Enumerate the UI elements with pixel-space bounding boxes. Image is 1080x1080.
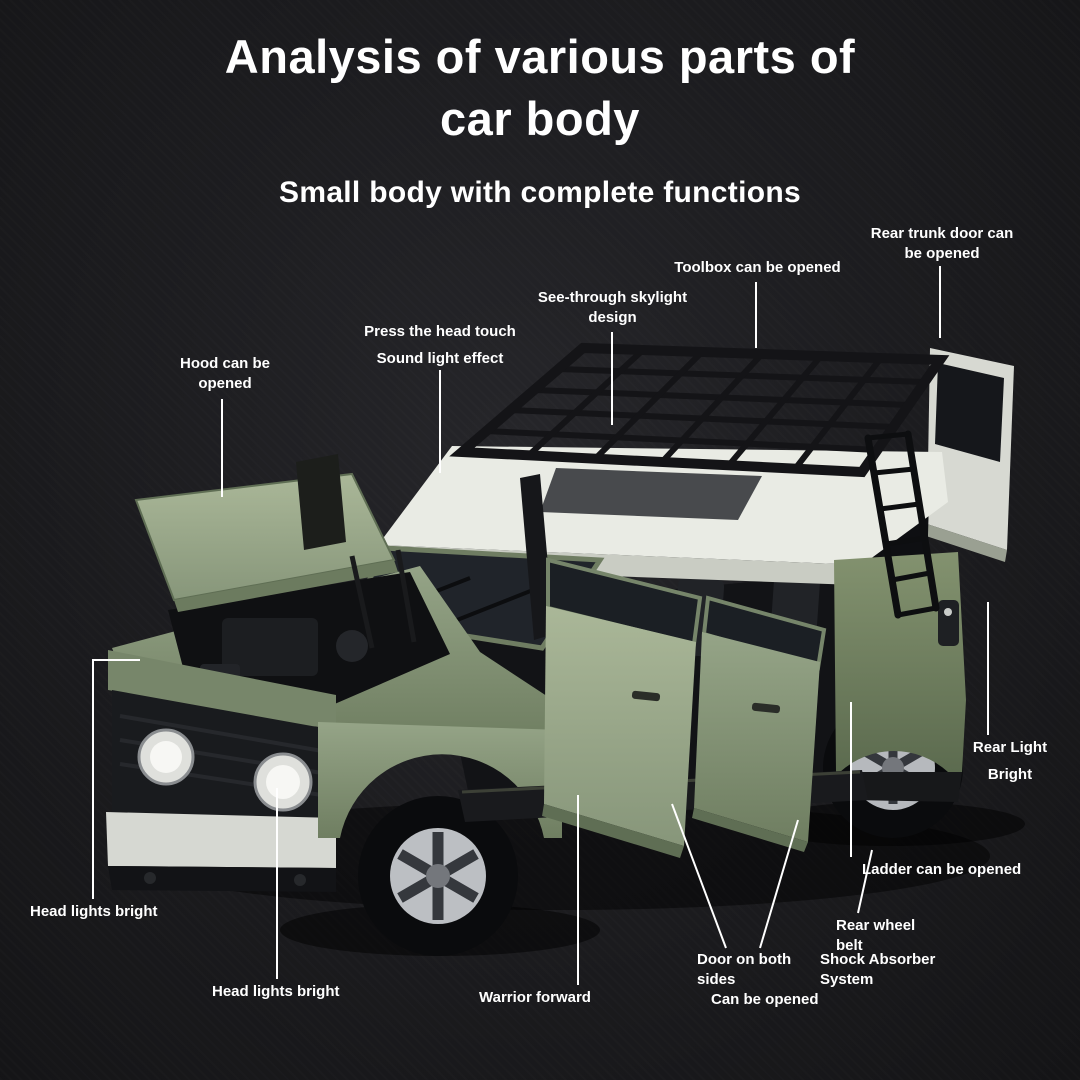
headlight-right	[253, 752, 313, 812]
leader-line-rear-wheel-belt	[857, 849, 873, 914]
rear-trunk-door-open	[926, 348, 1014, 562]
callout-rear-wheel-belt-line: belt	[836, 937, 863, 954]
callout-warrior-line: Warrior forward	[479, 989, 591, 1006]
callout-skylight: See-through skylight design	[525, 288, 700, 328]
callout-ladder-line: Ladder can be opened	[862, 861, 1022, 878]
callout-shock-absorber-line: Shock Absorber	[820, 951, 936, 968]
callout-head-touch-line: Sound light effect	[376, 350, 504, 367]
leader-line-door-rear	[759, 819, 799, 949]
front-fascia	[106, 650, 336, 892]
car-illustration	[92, 266, 1025, 985]
title-line-2: car body	[440, 92, 640, 145]
callout-rear-trunk-line: Rear trunk door can	[870, 225, 1014, 242]
front-fender-arch	[318, 722, 562, 838]
callout-rear-trunk-line: be opened	[904, 245, 980, 262]
page-title: Analysis of various parts of car body	[0, 26, 1080, 150]
title-line-1: Analysis of various parts of	[224, 30, 856, 83]
wiper-icon	[451, 586, 539, 624]
callout-hood-line: opened	[198, 375, 252, 392]
front-bumper	[106, 812, 336, 868]
side-mirror	[296, 454, 346, 550]
callout-headlights-front: Head lights bright	[212, 982, 387, 1002]
roof	[378, 446, 948, 585]
callout-toolbox-line: Toolbox can be opened	[674, 259, 841, 276]
callout-doors: Door on both sides Can be opened	[697, 950, 822, 1010]
front-door-open	[542, 557, 703, 858]
page-subtitle: Small body with complete functions	[279, 176, 801, 209]
roof-rack	[449, 342, 950, 478]
callout-warrior: Warrior forward	[455, 988, 615, 1008]
headlight-left	[137, 728, 195, 786]
leader-lines	[92, 266, 989, 985]
callout-doors-line: Door on both	[697, 951, 792, 968]
leader-line-headlights-side	[92, 659, 140, 899]
callout-shock-absorber-line: System	[820, 971, 874, 988]
callout-ladder: Ladder can be opened	[862, 860, 1057, 880]
rear-ladder	[864, 430, 940, 619]
callout-headlights-side-line: Head lights bright	[30, 903, 158, 920]
rear-bumper	[850, 772, 962, 802]
callout-doors-line: sides	[697, 971, 736, 988]
callout-head-touch-line: Press the head touch	[364, 323, 516, 340]
callout-hood-line: Hood can be	[179, 355, 270, 372]
callout-doors-line: Can be opened	[711, 991, 819, 1008]
callout-skylight-line: design	[588, 309, 637, 326]
rear-door-open	[692, 595, 827, 852]
callout-rear-light-line: Bright	[987, 766, 1033, 783]
skylight	[540, 468, 762, 520]
callout-toolbox: Toolbox can be opened	[660, 258, 855, 278]
callout-rear-light: Rear Light Bright	[955, 738, 1065, 785]
callout-shock-absorber: Shock Absorber System	[820, 950, 960, 990]
callout-rear-light-line: Rear Light	[972, 739, 1048, 756]
front-wheel	[358, 796, 518, 956]
callout-head-touch: Press the head touch Sound light effect	[350, 322, 530, 369]
leader-line-door-front	[671, 803, 727, 949]
callout-rear-wheel-belt-line: Rear wheel	[836, 917, 916, 934]
callout-skylight-line: See-through skylight	[537, 289, 688, 306]
callout-hood: Hood can be opened	[160, 354, 290, 394]
callout-headlights-front-line: Head lights bright	[212, 983, 340, 1000]
rear-light	[938, 600, 959, 646]
callout-rear-trunk: Rear trunk door can be opened	[852, 224, 1032, 264]
snorkel	[520, 474, 554, 640]
callout-headlights-side: Head lights bright	[30, 902, 205, 922]
callout-rear-wheel-belt: Rear wheel belt	[836, 916, 946, 956]
